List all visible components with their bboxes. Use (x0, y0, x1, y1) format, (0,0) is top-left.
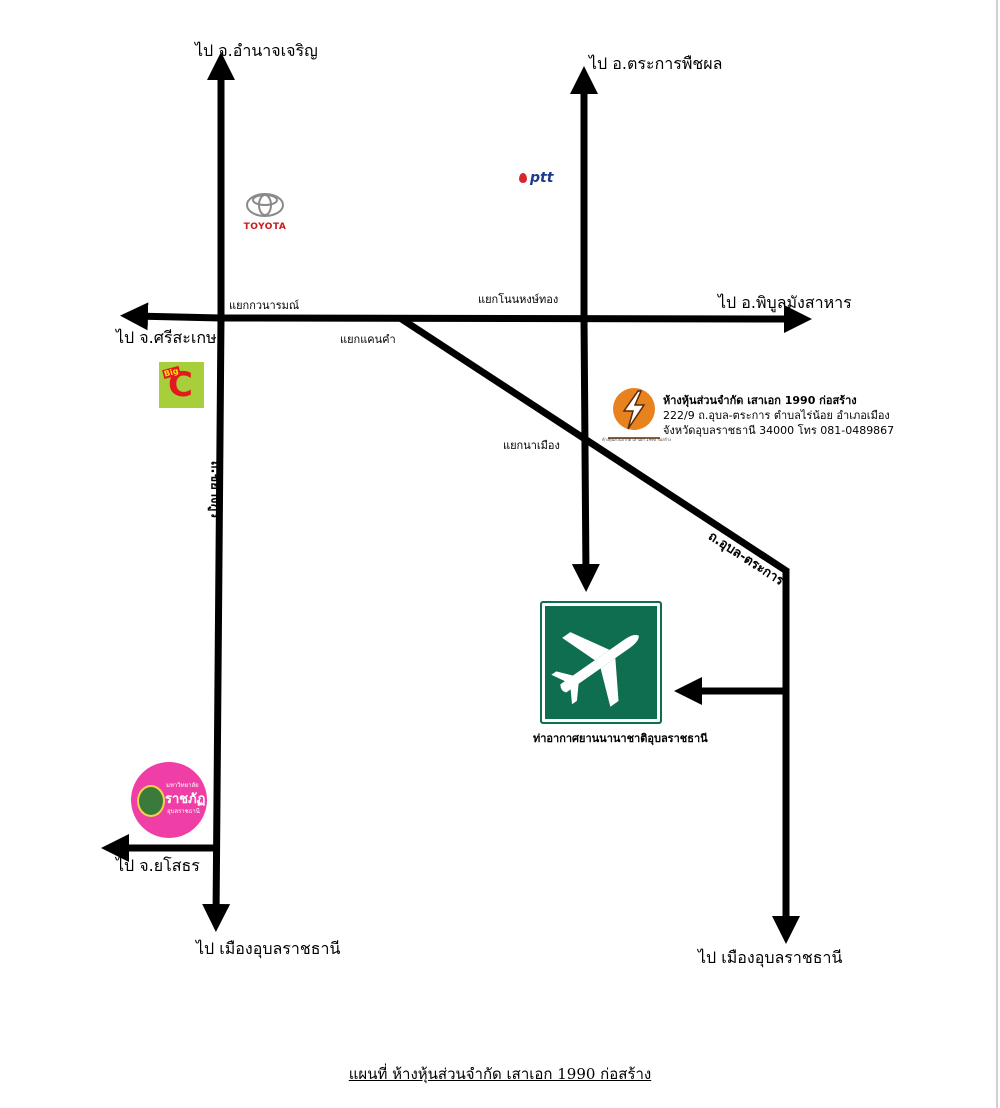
university-landmark: มหาวิทยาลัย ราชภัฏ อุบลราชธานี (131, 762, 207, 838)
road-west (120, 302, 222, 331)
university-line1: มหาวิทยาลัย (166, 782, 199, 789)
ptt-landmark: ptt (519, 170, 553, 186)
junction-namueang: แยกนาเมือง (503, 439, 560, 452)
destination-yasothon: ไป จ.ยโสธร (116, 856, 200, 875)
toyota-landmark: TOYOTA (238, 192, 292, 232)
road-east (220, 304, 812, 333)
destination-ubon-left: ไป เมืองอุบลราชธานี (196, 939, 341, 958)
company-address-line1: 222/9 ถ.อุบล-ตระการ ตำบลไร่น้อย อำเภอเมื… (663, 409, 890, 422)
ptt-wordmark: ptt (530, 170, 554, 186)
road-ubon-trakan-diagonal (398, 315, 790, 575)
university-line3: อุบลราชธานี (167, 808, 200, 815)
road-name-chayangkun: ถ.ชยางกูร (207, 460, 223, 519)
destination-phibun-mangsahan: ไป อ.พิบูลมังสาหาร (718, 293, 852, 312)
junction-nonhongthong: แยกโนนหงษ์ทอง (478, 293, 559, 306)
map-caption: แผนที่ ห้างหุ้นส่วนจำกัด เสาเอก 1990 ก่อ… (348, 1065, 652, 1083)
company-name: ห้างหุ้นส่วนจำกัด เสาเอก 1990 ก่อสร้าง (663, 394, 857, 407)
company-logo-tagline: ห้างหุ้นส่วนจำกัด เสาเอก 1990 ก่อสร้าง (602, 437, 672, 442)
page-edge-line (996, 0, 998, 1108)
toyota-icon (246, 193, 284, 217)
destination-amnat-charoen: ไป จ.อำนาจเจริญ (195, 41, 318, 60)
toyota-wordmark: TOYOTA (243, 222, 287, 232)
company-address-line2: จังหวัดอุบลราชธานี 34000 โทร 081-0489867 (663, 424, 895, 437)
destination-trakan-phuet-phon: ไป อ.ตระการพืชผล (589, 54, 723, 73)
road-chayangkun-south (202, 317, 231, 932)
ptt-drop-icon (519, 173, 527, 183)
destination-sisaket: ไป จ.ศรีสะเกษ (116, 328, 217, 347)
university-seal-icon (137, 785, 165, 817)
destination-ubon-right: ไป เมืองอุบลราชธานี (698, 948, 843, 967)
bigc-landmark: C Big (159, 362, 204, 408)
junction-kwanaram: แยกกวนารมณ์ (229, 299, 300, 312)
road-trakan-south (571, 317, 600, 592)
airport-sign (540, 601, 662, 724)
airplane-icon (551, 632, 639, 707)
junction-khaenkham: แยกแคนคำ (340, 333, 396, 346)
university-line2: ราชภัฏ (165, 792, 206, 807)
company-logo-icon (608, 388, 660, 439)
airport-name: ท่าอากาศยานนานาชาติอุบลราชธานี (533, 732, 708, 745)
